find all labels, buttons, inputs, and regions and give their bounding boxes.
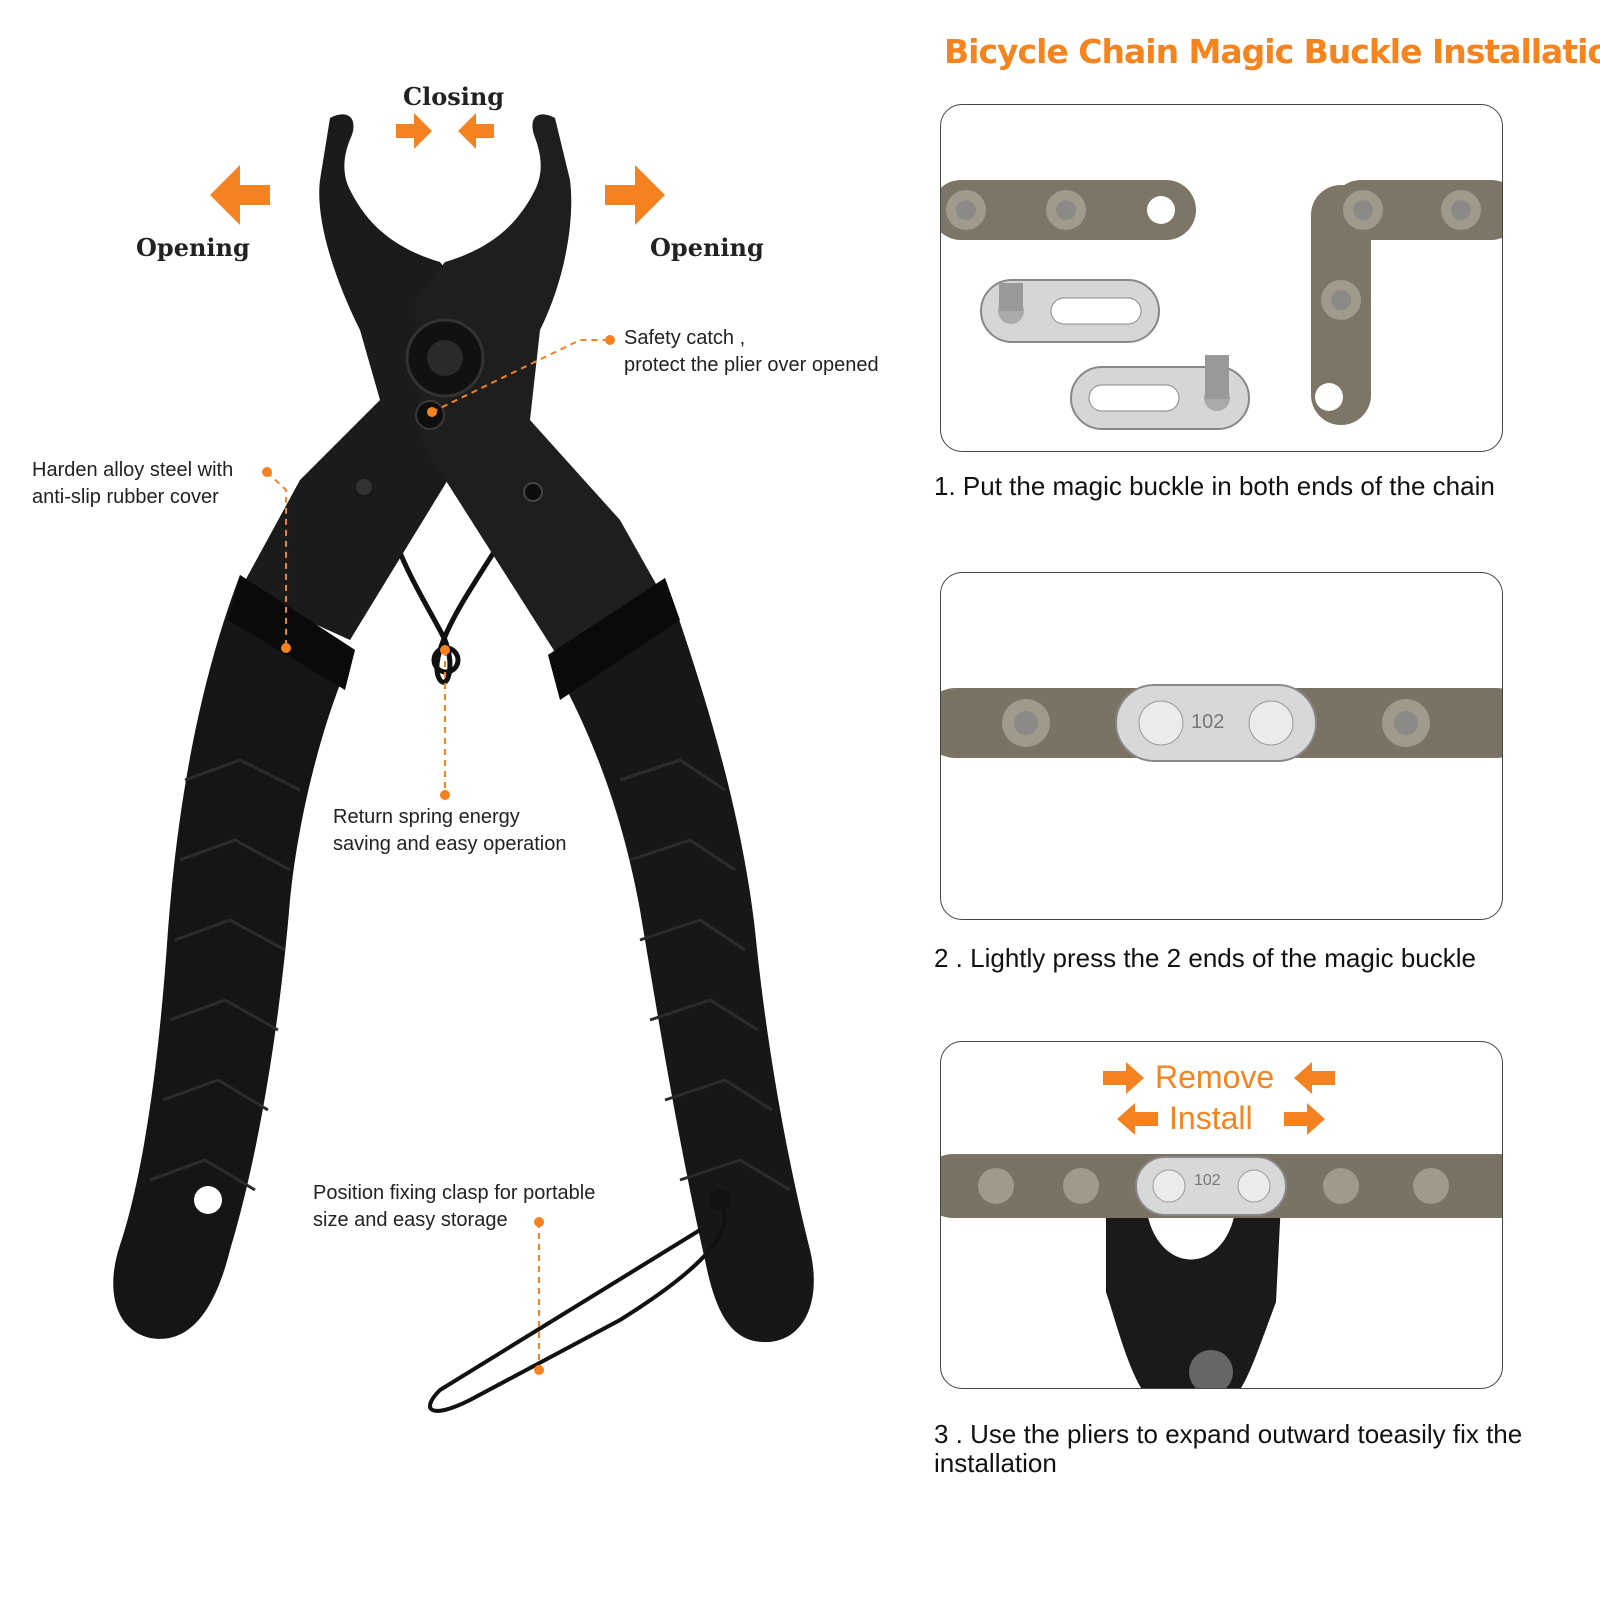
plier-jaw (1106, 1202, 1281, 1388)
arrow-right-icon (605, 165, 665, 225)
arrow-remove-right-icon (1103, 1062, 1144, 1094)
remove-label: Remove (1155, 1059, 1275, 1095)
arrow-install-right-icon (1284, 1103, 1325, 1135)
position-fixing-clasp (428, 1198, 727, 1413)
hang-hole (194, 1186, 222, 1214)
arrow-remove-left-icon (1294, 1062, 1335, 1094)
magic-link-half (1070, 355, 1250, 430)
leader-alloy (266, 471, 287, 648)
callout-position-clasp: Position fixing clasp for portable size … (313, 1182, 596, 1231)
link-marking: 102 (1194, 1172, 1221, 1189)
step-1-image (940, 104, 1503, 452)
arrow-closing-left-icon (458, 113, 494, 149)
step-2-image: 102 (940, 572, 1503, 920)
callout-alloy-steel: Harden alloy steel with anti-slip rubber… (32, 459, 234, 508)
install-label: Install (1169, 1100, 1253, 1136)
chain-joined-illustration (941, 684, 1502, 762)
step-2-text: 2 . Lightly press the 2 ends of the magi… (934, 943, 1476, 973)
magic-link (1135, 1156, 1287, 1216)
step-3-image: Remove Install 102 (940, 1041, 1503, 1389)
link-marking: 102 (1191, 711, 1225, 733)
plier-right-arm (415, 114, 665, 661)
callout-return-spring: Return spring energy saving and easy ope… (333, 806, 567, 855)
step-3-text: 3 . Use the pliers to expand outward toe… (934, 1419, 1523, 1478)
magic-link (1115, 684, 1317, 762)
left-rubber-handle (113, 575, 355, 1339)
plier-left-arm (240, 114, 470, 641)
arrow-left-icon (210, 165, 270, 225)
grip-pattern (149, 758, 791, 1192)
callout-safety-catch: Safety catch , protect the plier over op… (624, 327, 879, 376)
opening-left-label: Opening (136, 233, 250, 262)
chain-with-plier-illustration (941, 1062, 1502, 1388)
arrow-install-left-icon (1117, 1103, 1158, 1135)
step-1-text: 1. Put the magic buckle in both ends of … (934, 471, 1495, 501)
page-title: Bicycle Chain Magic Buckle Installation (944, 32, 1600, 71)
closing-label: Closing (403, 82, 505, 111)
right-rubber-handle (548, 578, 814, 1343)
magic-link-half (980, 279, 1160, 343)
plier-illustration (113, 113, 814, 1413)
arrow-closing-right-icon (396, 113, 432, 149)
opening-right-label: Opening (650, 233, 764, 262)
chain-parts-illustration (941, 180, 1502, 430)
